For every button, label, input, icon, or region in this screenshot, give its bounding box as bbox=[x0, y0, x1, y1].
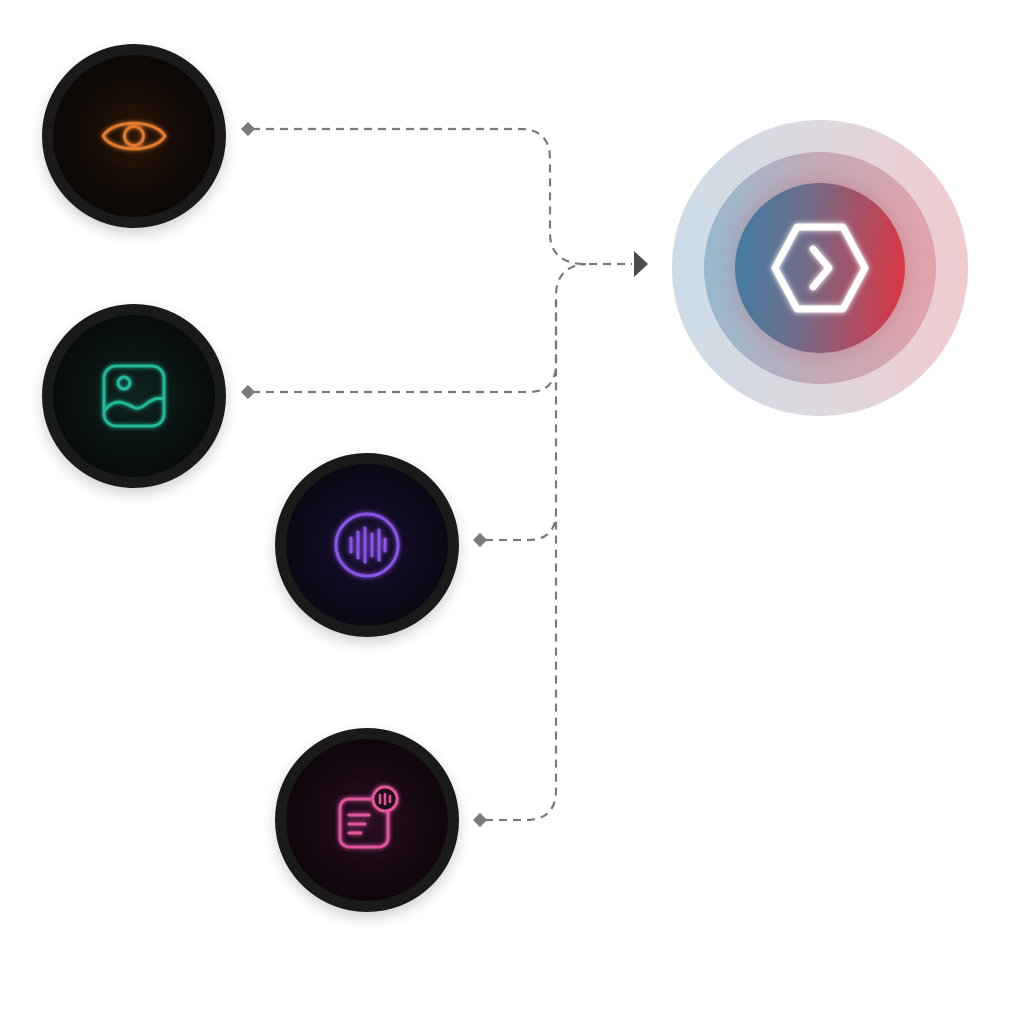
connector-start-eye bbox=[240, 121, 256, 137]
connector-eye bbox=[252, 127, 632, 266]
message-notes-icon bbox=[338, 785, 399, 849]
output-core bbox=[735, 183, 905, 353]
output-node[interactable] bbox=[672, 120, 968, 416]
input-node-eye[interactable] bbox=[42, 44, 226, 228]
image-icon bbox=[102, 364, 166, 428]
connector-audio bbox=[485, 300, 558, 542]
chevron-right-hexagon-icon bbox=[771, 223, 869, 313]
eye-icon bbox=[101, 121, 167, 151]
connector-image bbox=[252, 262, 587, 394]
input-node-audio-inner bbox=[286, 464, 448, 626]
connector-start-message bbox=[472, 812, 488, 828]
connector-message bbox=[485, 520, 558, 822]
input-node-message[interactable] bbox=[275, 728, 459, 912]
audio-waveform-icon bbox=[334, 512, 400, 578]
input-node-eye-inner bbox=[53, 55, 215, 217]
input-node-audio[interactable] bbox=[275, 453, 459, 637]
connector-start-audio bbox=[472, 532, 488, 548]
input-node-image[interactable] bbox=[42, 304, 226, 488]
connector-start-image bbox=[240, 384, 256, 400]
input-node-message-inner bbox=[286, 739, 448, 901]
arrow-head bbox=[634, 251, 648, 277]
input-node-image-inner bbox=[53, 315, 215, 477]
